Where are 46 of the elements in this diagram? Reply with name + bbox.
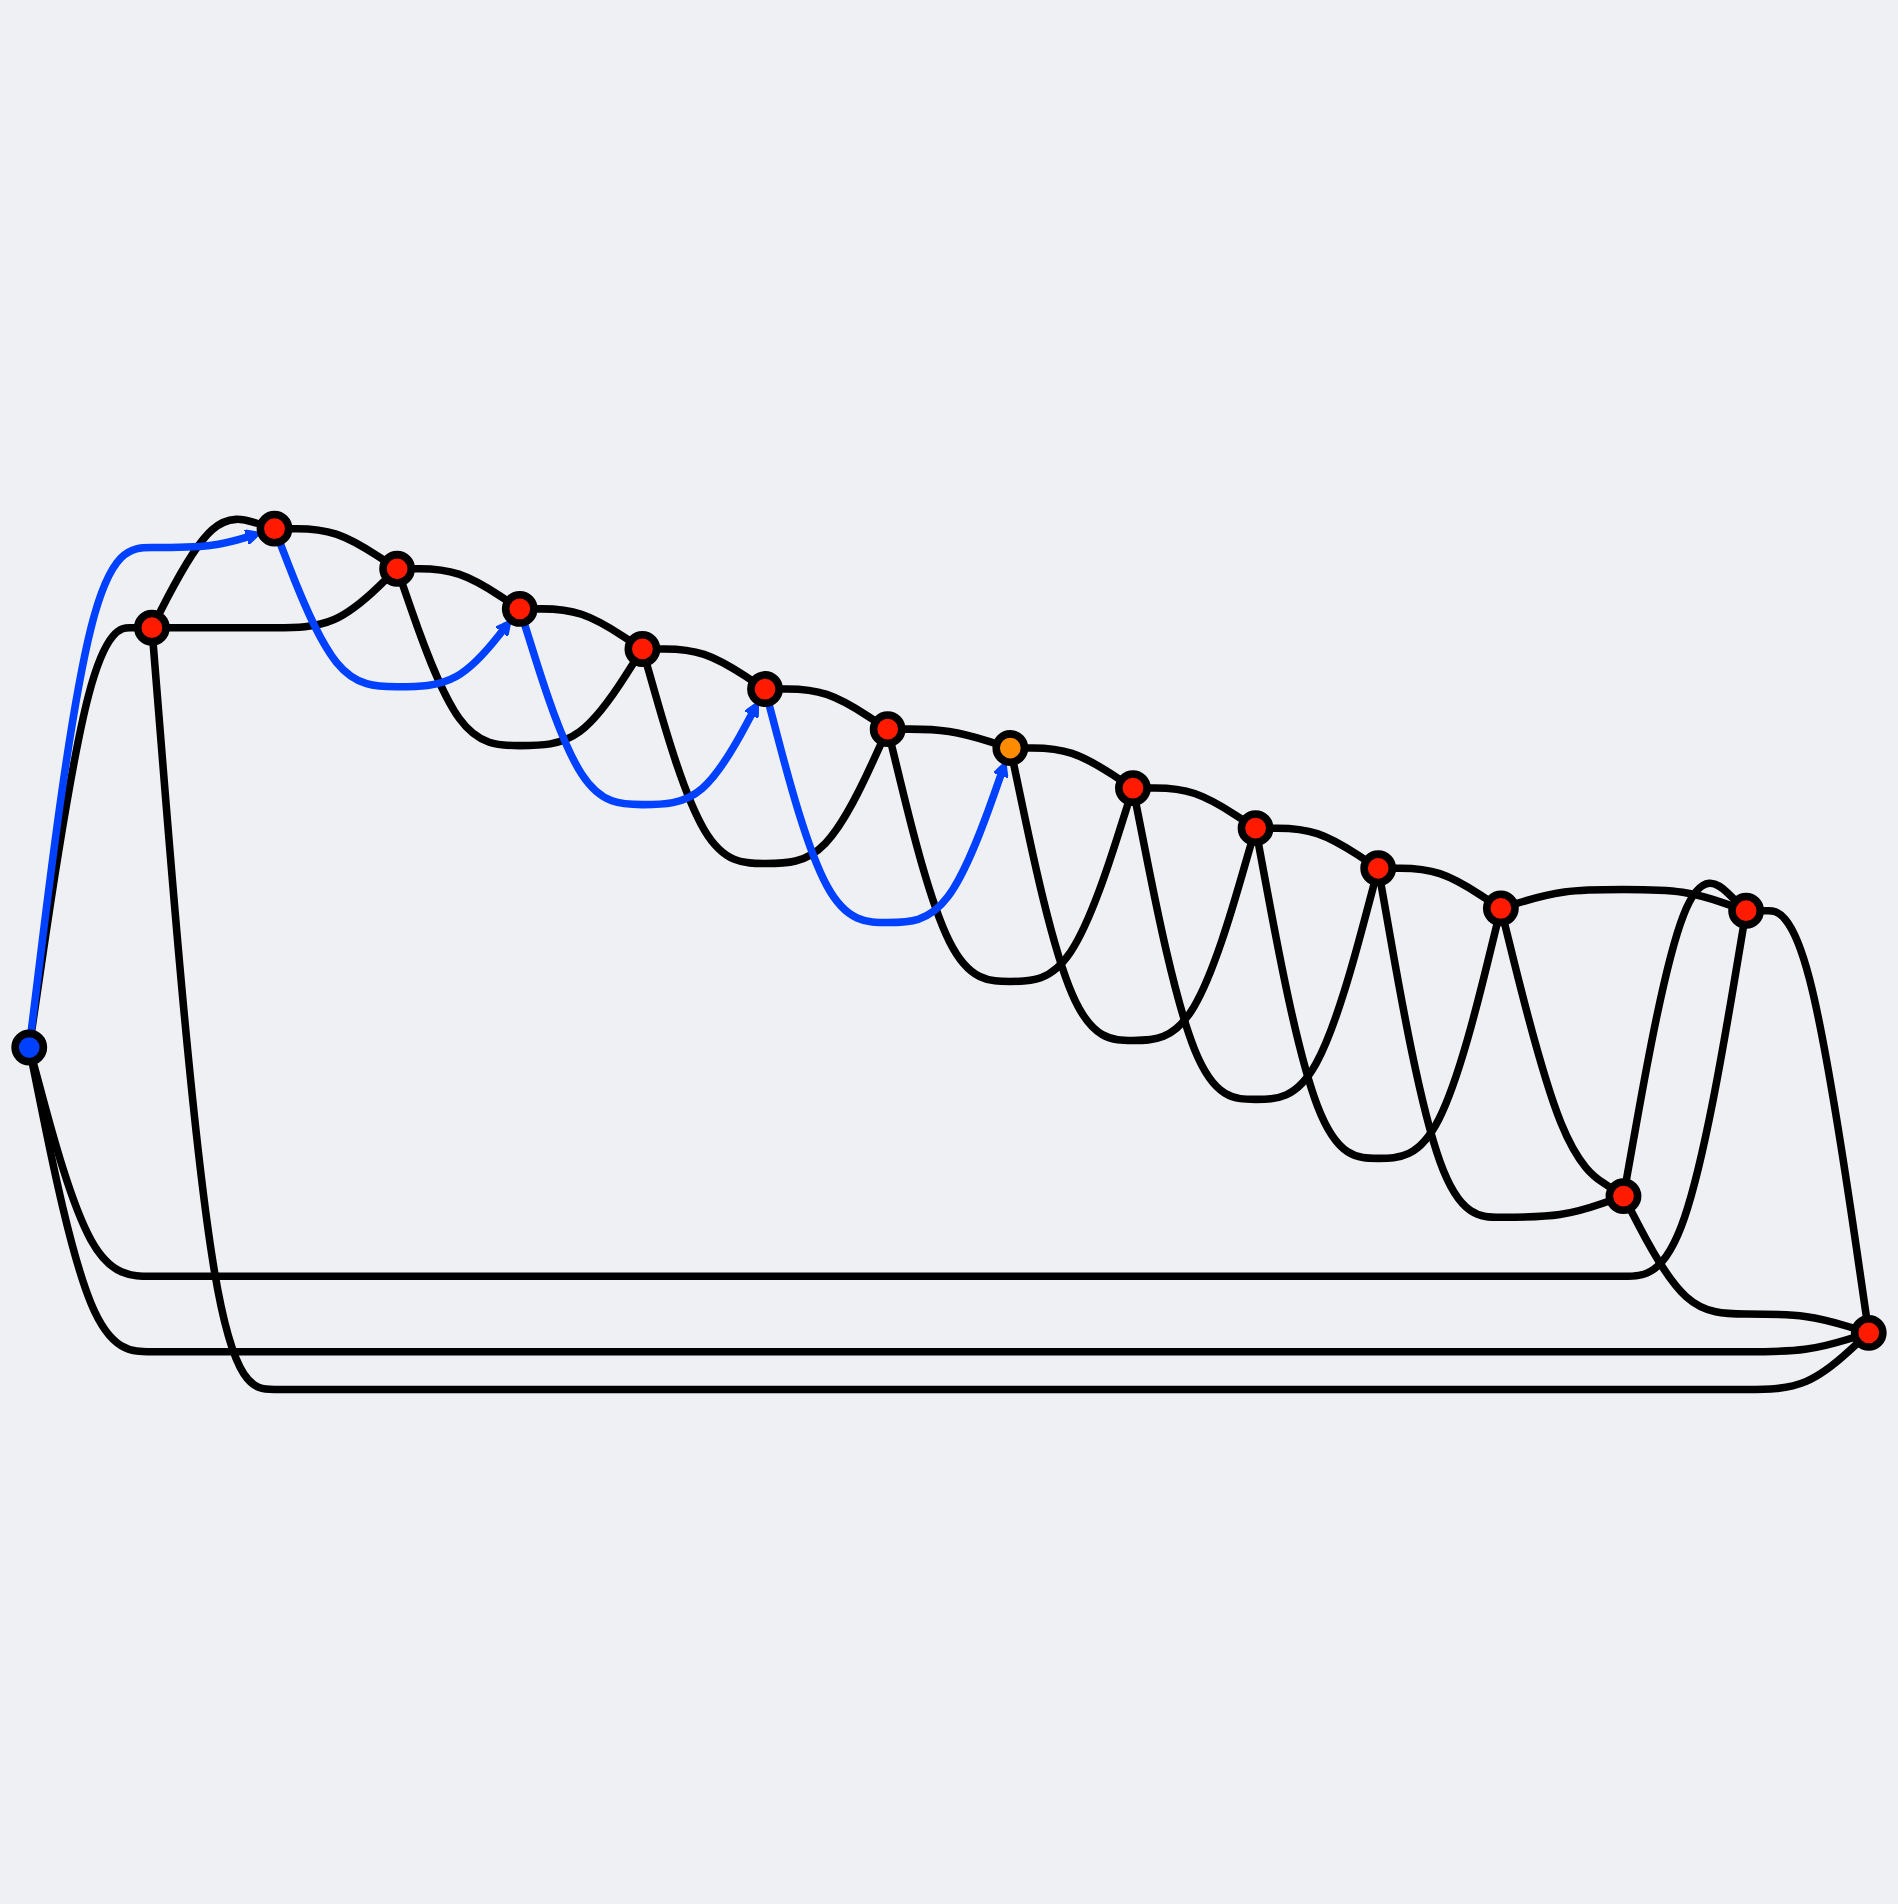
- node-circle: [11, 1029, 48, 1066]
- connector: [1760, 906, 1871, 1320]
- connector: [642, 661, 886, 868]
- connector: [28, 1060, 1857, 1356]
- connector: [901, 725, 998, 748]
- connector: [1622, 879, 1739, 1183]
- connector: [411, 565, 510, 605]
- connector: [149, 641, 1861, 1394]
- connector: [533, 605, 633, 645]
- node-circle: [1115, 770, 1151, 806]
- node-circle: [133, 609, 170, 646]
- arrow: [520, 621, 760, 809]
- node-circle: [747, 671, 783, 707]
- connector: [1626, 1206, 1857, 1333]
- connector: [1132, 801, 1379, 1104]
- connector: [1500, 921, 1614, 1192]
- connector: [1269, 824, 1369, 864]
- connector: [887, 742, 1133, 986]
- node-circle: [1237, 810, 1274, 847]
- connector: [155, 515, 263, 617]
- connector: [779, 685, 878, 725]
- arrow: [276, 540, 512, 691]
- connector: [1147, 784, 1246, 824]
- node-circle: [1605, 1178, 1642, 1214]
- node-circle: [1482, 890, 1519, 927]
- node-circle: [1850, 1314, 1887, 1351]
- connector: [1024, 744, 1124, 784]
- node-circle: [1728, 892, 1765, 929]
- connector: [1392, 864, 1492, 904]
- node-circle: [256, 510, 293, 547]
- connector: [398, 580, 639, 750]
- arrow: [765, 701, 1009, 927]
- connector: [1009, 761, 1256, 1045]
- connector: [656, 645, 756, 685]
- connector: [1254, 841, 1502, 1163]
- node-circle: [992, 730, 1029, 766]
- node-circle: [501, 590, 538, 627]
- connector: [1513, 885, 1734, 910]
- connector: [166, 575, 390, 632]
- node-circle: [624, 631, 661, 667]
- connector: [288, 524, 388, 565]
- node-circle: [869, 711, 906, 748]
- arrow: [27, 529, 262, 1034]
- node-circle: [1360, 850, 1397, 887]
- connector: [1376, 881, 1612, 1222]
- node-circle: [379, 550, 416, 587]
